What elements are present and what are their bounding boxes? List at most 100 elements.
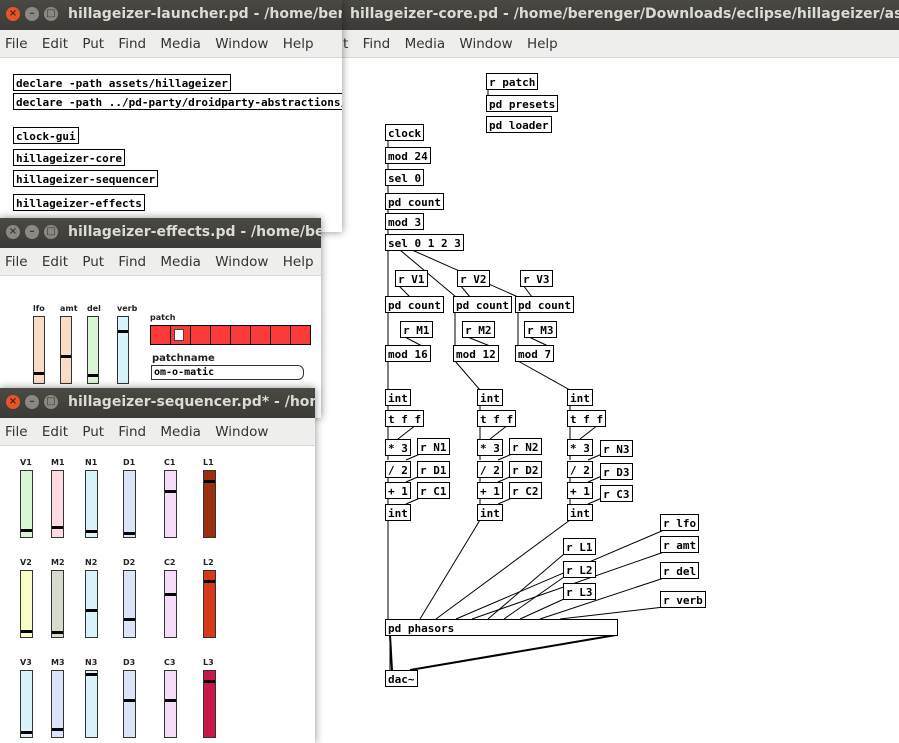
- menu-help[interactable]: Help: [282, 36, 314, 52]
- menu-find[interactable]: Find: [118, 424, 147, 440]
- mul-3-3[interactable]: * 3: [567, 439, 593, 456]
- declare-abstractions-path[interactable]: declare -path ../pd-party/droidparty-abs…: [13, 93, 342, 110]
- menu-file[interactable]: File: [5, 424, 28, 440]
- seq-M2-knob[interactable]: [52, 631, 63, 634]
- seq-C2-knob[interactable]: [165, 593, 176, 596]
- seq-V3-slider[interactable]: [20, 670, 33, 738]
- t-f-f-1[interactable]: t f f: [385, 410, 425, 427]
- r-amt[interactable]: r amt: [660, 536, 700, 553]
- r-v3[interactable]: r V3: [520, 270, 553, 287]
- patch-radio[interactable]: [150, 325, 312, 345]
- menu-find[interactable]: Find: [362, 36, 391, 52]
- int-2[interactable]: int: [477, 389, 503, 406]
- mul-3-1[interactable]: * 3: [385, 439, 411, 456]
- seq-D3-slider[interactable]: [123, 670, 136, 738]
- r-l1[interactable]: r L1: [563, 538, 596, 555]
- div-2-3[interactable]: / 2: [567, 461, 593, 478]
- menu-file[interactable]: File: [5, 36, 28, 52]
- r-v2[interactable]: r V2: [457, 270, 490, 287]
- seq-C2-slider[interactable]: [164, 570, 177, 638]
- seq-L3-slider[interactable]: [203, 670, 216, 738]
- seq-V3-knob[interactable]: [21, 731, 32, 734]
- menu-edit-tail[interactable]: t: [343, 36, 349, 52]
- fx-del-knob[interactable]: [88, 374, 98, 377]
- seq-M3-slider[interactable]: [51, 670, 64, 738]
- menu-help[interactable]: Help: [282, 254, 314, 270]
- menu-file[interactable]: File: [5, 254, 28, 270]
- effects-titlebar[interactable]: × – □ hillageizer-effects.pd - /home/ber…: [0, 218, 321, 248]
- seq-C3-slider[interactable]: [164, 670, 177, 738]
- menu-help[interactable]: Help: [526, 36, 558, 52]
- maximize-icon[interactable]: □: [44, 225, 58, 239]
- seq-D2-slider[interactable]: [123, 570, 136, 638]
- seq-N1-slider[interactable]: [85, 470, 98, 538]
- close-icon[interactable]: ×: [6, 225, 20, 239]
- menu-find[interactable]: Find: [118, 254, 147, 270]
- hillageizer-core-object[interactable]: hillageizer-core: [13, 149, 125, 166]
- int-1[interactable]: int: [385, 389, 411, 406]
- seq-V1-slider[interactable]: [20, 470, 33, 538]
- r-d2[interactable]: r D2: [509, 461, 542, 478]
- pd-count-main[interactable]: pd count: [385, 193, 444, 210]
- mod-16[interactable]: mod 16: [385, 345, 431, 362]
- r-d3[interactable]: r D3: [600, 463, 633, 480]
- fx-verb-slider[interactable]: [117, 316, 129, 384]
- clock-gui-object[interactable]: clock-gui: [13, 127, 79, 144]
- r-v1[interactable]: r V1: [395, 270, 428, 287]
- menu-window[interactable]: Window: [215, 424, 269, 440]
- menu-window[interactable]: Window: [215, 36, 269, 52]
- patch-cell[interactable]: [250, 325, 271, 345]
- patch-cell[interactable]: [170, 325, 191, 345]
- patch-cell[interactable]: [190, 325, 211, 345]
- seq-M1-knob[interactable]: [52, 526, 63, 529]
- dac-object[interactable]: dac~: [385, 670, 418, 687]
- seq-M2-slider[interactable]: [51, 570, 64, 638]
- menu-media[interactable]: Media: [404, 36, 446, 52]
- seq-L2-knob[interactable]: [204, 580, 215, 583]
- pd-loader[interactable]: pd loader: [486, 116, 552, 133]
- seq-M1-slider[interactable]: [51, 470, 64, 538]
- patch-cell[interactable]: [210, 325, 231, 345]
- seq-D1-knob[interactable]: [124, 532, 135, 535]
- mod-12[interactable]: mod 12: [453, 345, 499, 362]
- seq-N2-knob[interactable]: [86, 609, 97, 612]
- mul-3-2[interactable]: * 3: [477, 439, 503, 456]
- seq-V2-knob[interactable]: [21, 630, 32, 633]
- r-m1[interactable]: r M1: [400, 321, 433, 338]
- seq-D3-knob[interactable]: [124, 699, 135, 702]
- pd-count-3[interactable]: pd count: [515, 296, 574, 313]
- r-d1[interactable]: r D1: [417, 461, 450, 478]
- menu-window[interactable]: Window: [215, 254, 269, 270]
- div-2-1[interactable]: / 2: [385, 461, 411, 478]
- seq-L1-slider[interactable]: [203, 470, 216, 538]
- clock-object[interactable]: clock: [385, 124, 425, 141]
- seq-L3-knob[interactable]: [204, 680, 215, 683]
- menu-find[interactable]: Find: [118, 36, 147, 52]
- minimize-icon[interactable]: –: [25, 395, 39, 409]
- launcher-titlebar[interactable]: × – □ hillageizer-launcher.pd - /home/be…: [0, 0, 342, 30]
- add-1-3[interactable]: + 1: [567, 482, 593, 499]
- sel-0-1-2-3[interactable]: sel 0 1 2 3: [385, 234, 464, 251]
- seq-L2-slider[interactable]: [203, 570, 216, 638]
- hillageizer-effects-object[interactable]: hillageizer-effects: [13, 194, 145, 211]
- r-n3[interactable]: r N3: [600, 440, 633, 457]
- menu-edit[interactable]: Edit: [41, 424, 69, 440]
- patch-cell[interactable]: [150, 325, 171, 345]
- seq-C1-slider[interactable]: [164, 470, 177, 538]
- hillageizer-sequencer-object[interactable]: hillageizer-sequencer: [13, 170, 159, 187]
- t-f-f-2[interactable]: t f f: [477, 410, 517, 427]
- r-patch[interactable]: r patch: [486, 73, 539, 90]
- seq-N1-knob[interactable]: [86, 530, 97, 533]
- int-3[interactable]: int: [567, 389, 593, 406]
- seq-C3-knob[interactable]: [165, 699, 176, 702]
- fx-amt-slider[interactable]: [60, 316, 72, 384]
- r-del[interactable]: r del: [660, 562, 700, 579]
- menu-edit[interactable]: Edit: [41, 254, 69, 270]
- close-icon[interactable]: ×: [6, 7, 20, 21]
- int-3b[interactable]: int: [567, 504, 593, 521]
- r-verb[interactable]: r verb: [660, 591, 706, 608]
- seq-V1-knob[interactable]: [21, 529, 32, 532]
- seq-M3-knob[interactable]: [52, 728, 63, 731]
- patchname-field[interactable]: om-o-matic: [151, 365, 304, 380]
- seq-L1-knob[interactable]: [204, 480, 215, 483]
